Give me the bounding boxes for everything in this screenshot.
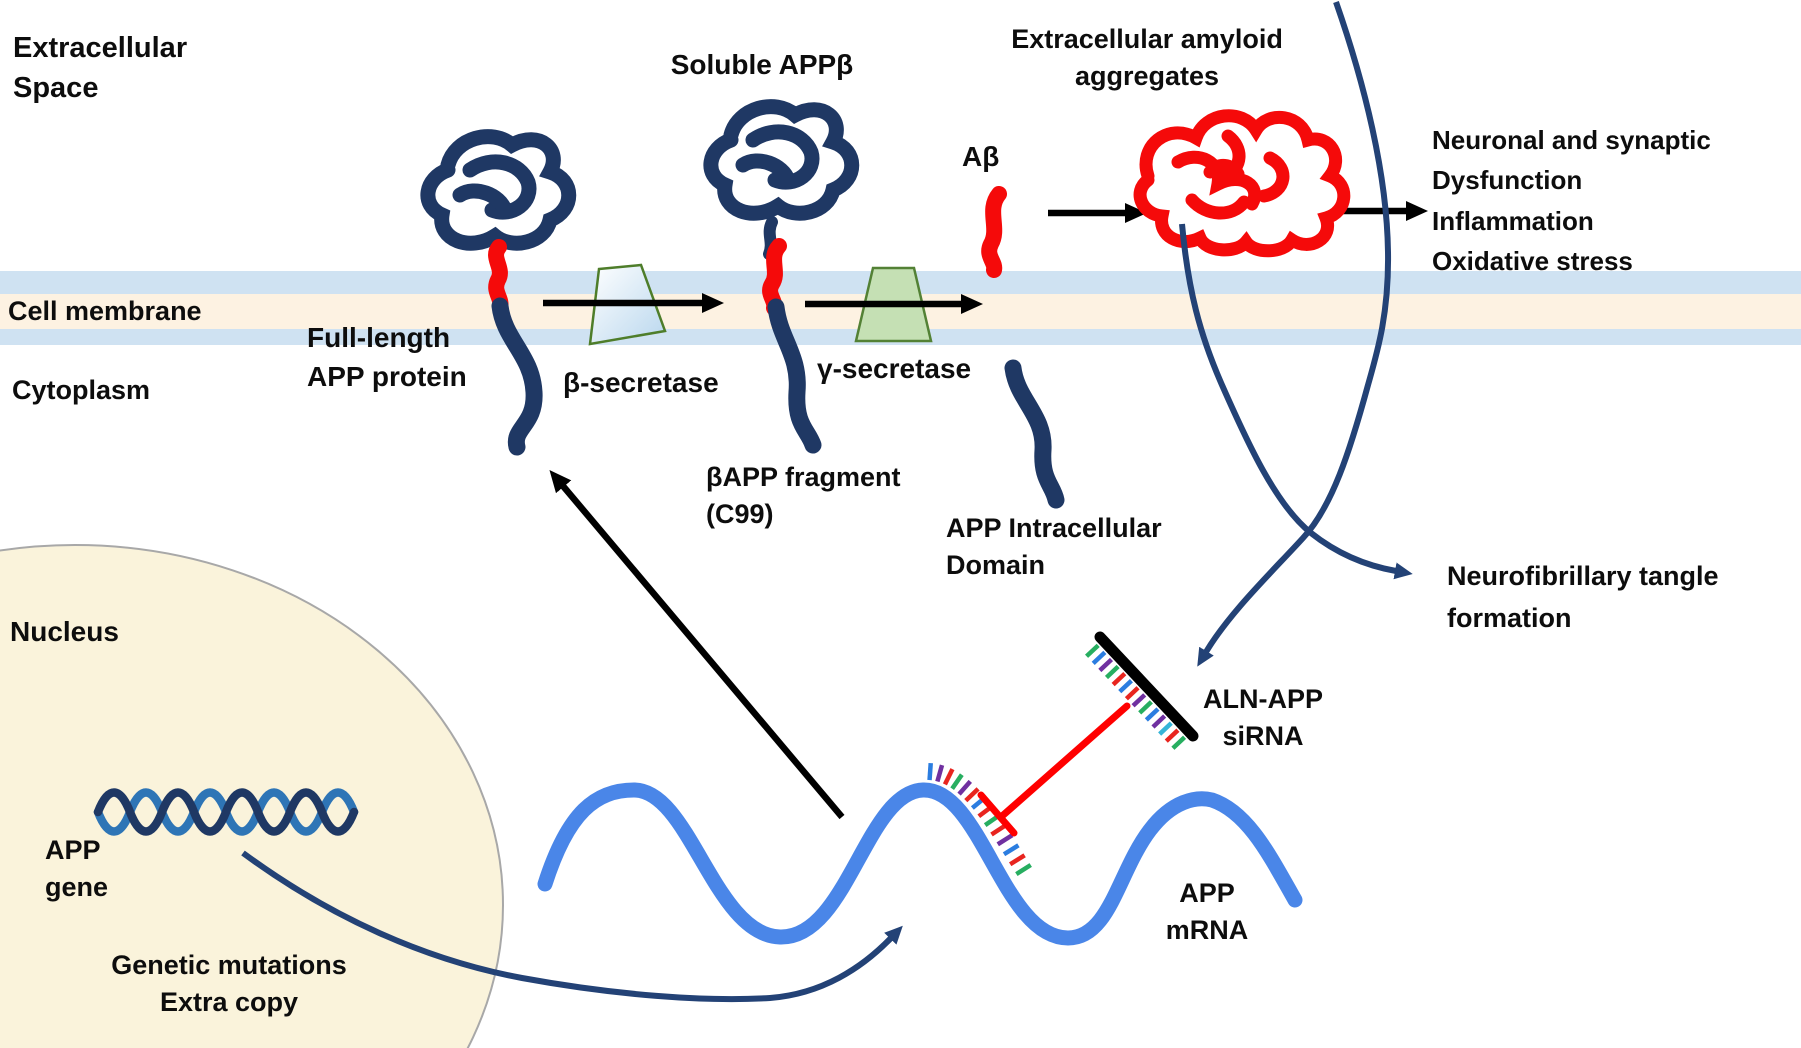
aln-app-sirna-molecule [1085,631,1199,750]
amyloid-aggregate [1133,109,1351,258]
nucleus-label: Nucleus [10,616,119,647]
navy-curved-arrows [241,1,1413,1003]
beta-secretase-label: β-secretase [563,367,719,398]
gamma-secretase-label: γ-secretase [817,353,972,384]
abeta-label: Aβ [962,141,1000,172]
inhibition-tee [977,702,1131,837]
amyloid-aggregates-label: Extracellular amyloid aggregates [1011,24,1283,92]
cell-membrane-label: Cell membrane [8,296,202,326]
aln-app-sirna-label: ALN-APP siRNA [1203,684,1323,752]
sirna-stripes [1085,643,1187,750]
app-gene-label: APP gene [45,835,109,903]
bapp-fragment-c99 [762,238,822,454]
app-mrna-label: APP mRNA [1165,878,1249,946]
app-intracellular-domain-label: APP Intracellular Domain [946,513,1162,581]
app-intracellular-domain-strand [1004,359,1065,509]
bapp-fragment-label: βAPP fragment (C99) [706,462,901,530]
full-length-app-protein [420,129,577,456]
dna-helix-icon [93,788,359,836]
soluble-appb-protein [711,107,852,260]
extracellular-space-label: Extracellular Space [13,32,188,105]
soluble-appb-label: Soluble APPβ [670,49,854,80]
arrow-aggregate-to-tangle [1179,223,1413,580]
arrow-translation [549,469,845,820]
mrna-sirna-duplex-stripes [927,762,1032,877]
genetic-mutations-label: Genetic mutations Extra copy [111,950,347,1018]
process-arrows [543,201,1428,820]
full-length-app-label: Full-length APP protein [307,322,467,392]
app-cytoplasmic-tail [491,297,543,456]
arrow-gene-to-mrna [241,850,903,1003]
arrow-delivery-to-sirna [1197,1,1392,667]
neurofibrillary-label: Neurofibrillary tangle formation [1447,561,1719,633]
sirna-backbone [1094,631,1199,742]
cytoplasm-label: Cytoplasm [12,375,151,405]
abeta-peptide [981,186,1007,278]
mrna-wave [537,782,1303,946]
outcomes-label: Neuronal and synaptic Dysfunction Inflam… [1432,125,1711,276]
